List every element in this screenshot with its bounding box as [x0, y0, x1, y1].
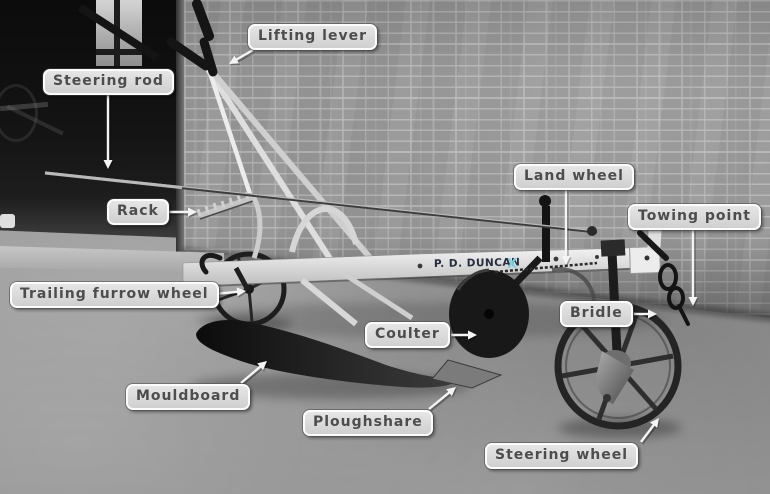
white-object	[0, 214, 15, 228]
label-rack[interactable]: Rack	[107, 199, 169, 225]
label-steering-rod[interactable]: Steering rod	[43, 69, 174, 95]
leader-shadow-ploughshare	[428, 391, 453, 412]
leader-shadow-steering-wheel	[640, 424, 658, 445]
label-steering-wheel[interactable]: Steering wheel	[485, 443, 639, 469]
arrowhead-bridle	[648, 309, 657, 319]
towing-hardware-art	[629, 227, 690, 326]
arrowhead-steering-rod	[103, 160, 113, 169]
leader-ploughshare	[428, 390, 452, 410]
handles-art	[166, 0, 375, 270]
label-bridle[interactable]: Bridle	[560, 301, 633, 327]
door-jamb	[176, 0, 186, 252]
steering-rod-art	[44, 171, 598, 236]
frame-struts-art	[233, 266, 414, 327]
leader-shadow-lifting-lever	[235, 50, 255, 64]
label-trailing-furrow-wheel[interactable]: Trailing furrow wheel	[10, 282, 219, 308]
arrowhead-trailing-furrow-wheel	[236, 287, 246, 297]
label-ploughshare[interactable]: Ploughshare	[303, 410, 433, 436]
arrowhead-towing-point	[688, 297, 698, 306]
arrowhead-lifting-lever	[229, 55, 240, 64]
mouldboard-art	[196, 320, 503, 389]
beam-x-mark: X	[507, 257, 517, 272]
doorway	[0, 0, 178, 238]
label-lifting-lever[interactable]: Lifting lever	[248, 24, 377, 50]
leader-shadow-mouldboard	[240, 365, 264, 386]
label-towing-point[interactable]: Towing point	[628, 204, 762, 230]
label-mouldboard[interactable]: Mouldboard	[126, 384, 251, 410]
leader-lifting-lever	[234, 48, 254, 62]
land-wheel-art	[494, 195, 598, 305]
leader-shadow-trailing-furrow-wheel	[214, 291, 241, 298]
arrowhead-ploughshare	[446, 387, 456, 397]
arrowhead-mouldboard	[257, 361, 267, 371]
arrowhead-land-wheel	[561, 256, 571, 265]
arrowhead-steering-wheel	[650, 418, 659, 428]
doorway-interior-wheel	[0, 84, 38, 142]
rack-art	[196, 191, 263, 259]
window-transom	[96, 49, 142, 55]
beam-art: P. D. DUNCAN X	[182, 246, 659, 288]
leader-mouldboard	[240, 364, 263, 384]
beam-maker-text: P. D. DUNCAN	[434, 256, 521, 270]
label-coulter[interactable]: Coulter	[365, 322, 450, 348]
arrowhead-coulter	[468, 330, 477, 340]
leader-steering-wheel	[640, 422, 656, 443]
label-land-wheel[interactable]: Land wheel	[514, 164, 634, 190]
ploughshare-art	[431, 359, 503, 389]
arrowhead-rack	[188, 207, 197, 217]
